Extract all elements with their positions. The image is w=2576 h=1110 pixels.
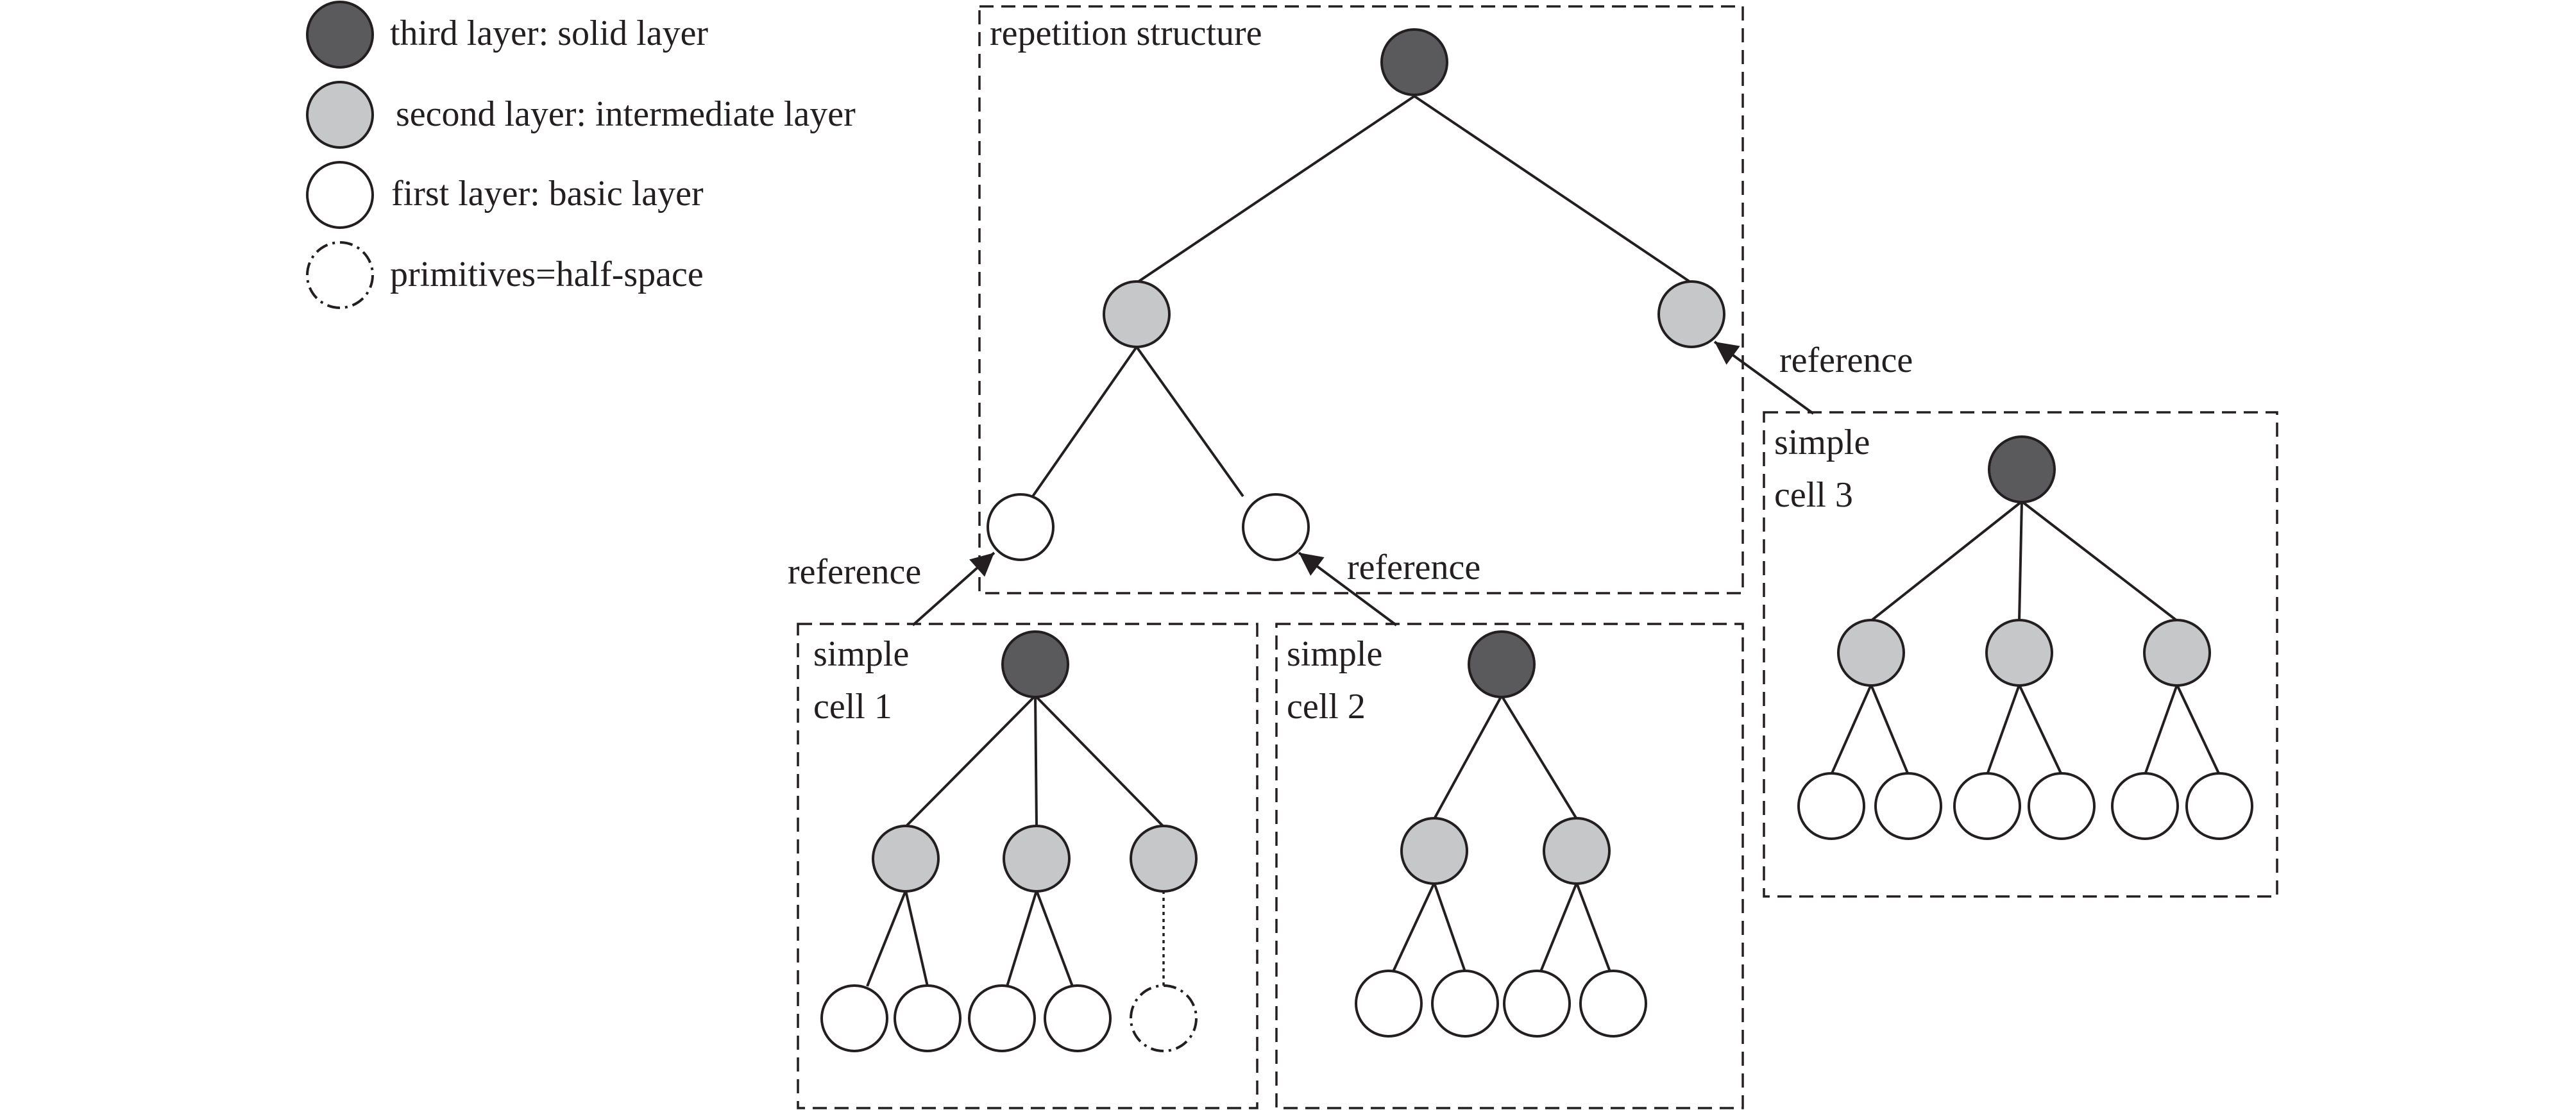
- legend-label: third layer: solid layer: [390, 13, 708, 53]
- tree-edge: [1539, 882, 1578, 972]
- reference-label: reference: [788, 552, 921, 592]
- tree-edge: [1413, 95, 1693, 284]
- solid-node: [1468, 630, 1536, 698]
- solid-node: [1001, 630, 1069, 698]
- reference-arrow-2: reference: [1298, 548, 1480, 626]
- reference-label: reference: [1347, 548, 1480, 587]
- tree-edge: [1575, 882, 1611, 972]
- basic-node: [2185, 772, 2253, 840]
- basic-node: [968, 984, 1036, 1052]
- intermediate-node: [1543, 817, 1611, 885]
- legend-item-basic-layer: first layer: basic layer: [306, 161, 704, 229]
- basic-node: [894, 984, 962, 1052]
- simple-cell-label: cell 2: [1287, 687, 1366, 727]
- basic-node: [1242, 493, 1310, 561]
- primitive-node: [1130, 984, 1198, 1052]
- basic-node: [1044, 984, 1112, 1052]
- tree-edge: [1870, 500, 2023, 622]
- intermediate-layer-icon: [306, 81, 374, 149]
- tree-edge: [1034, 695, 1038, 827]
- intermediate-node: [1985, 619, 2053, 687]
- simple-cell-label: simple: [1287, 634, 1382, 674]
- legend-item-solid-layer: third layer: solid layer: [306, 1, 708, 69]
- tree-edge: [2021, 500, 2178, 622]
- basic-node: [1874, 772, 1942, 840]
- intermediate-node: [2143, 619, 2211, 687]
- intermediate-node: [872, 825, 940, 893]
- basic-node: [1431, 970, 1499, 1038]
- tree-edge: [1433, 695, 1503, 820]
- intermediate-node: [1130, 825, 1198, 893]
- simple-cell-label: simple: [1774, 423, 1870, 462]
- simple-cell-frame: [1275, 623, 1744, 1109]
- intermediate-node: [1400, 817, 1468, 885]
- legend: third layer: solid layer second layer: i…: [306, 1, 856, 309]
- tree-edge: [2176, 684, 2221, 775]
- legend-label: primitives=half-space: [390, 255, 704, 294]
- intermediate-node: [1657, 280, 1725, 348]
- simple-cell-label: simple: [813, 634, 909, 674]
- basic-layer-icon: [306, 161, 374, 229]
- reference-label: reference: [1779, 341, 1913, 380]
- tree-edge: [2018, 684, 2063, 775]
- tree-edge: [2018, 501, 2023, 621]
- tree-edge: [1830, 684, 1872, 775]
- basic-node: [1355, 970, 1423, 1038]
- solid-node: [1988, 435, 2056, 503]
- tree-edge: [904, 890, 929, 987]
- simple-cell-label: cell 1: [813, 687, 892, 727]
- reference-arrow-1: reference: [788, 551, 996, 626]
- tree-edge: [1433, 882, 1466, 972]
- repetition-structure-label: repetition structure: [990, 13, 1262, 53]
- basic-node: [1503, 970, 1571, 1038]
- simple-cell-label: cell 3: [1774, 475, 1853, 515]
- intermediate-node: [1003, 825, 1071, 893]
- primitive-half-space-icon: [306, 241, 374, 309]
- tree-edge: [1986, 684, 2021, 775]
- simple-cell-3: simple cell 3: [1763, 411, 2278, 898]
- tree-edge: [1006, 890, 1038, 987]
- tree-edge: [1870, 684, 1910, 775]
- basic-node: [2111, 772, 2179, 840]
- reference-arrow: [1713, 341, 1815, 415]
- basic-node: [987, 493, 1055, 561]
- basic-node: [2028, 772, 2096, 840]
- tree-edge: [2144, 684, 2178, 775]
- tree-edge: [904, 694, 1037, 828]
- legend-item-primitives: primitives=half-space: [306, 241, 704, 309]
- reference-arrow: [911, 551, 996, 626]
- legend-label: second layer: intermediate layer: [396, 94, 856, 134]
- tree-edge: [1034, 694, 1165, 828]
- legend-label: first layer: basic layer: [391, 174, 704, 214]
- tree-edge: [1035, 890, 1074, 987]
- intermediate-node: [1837, 619, 1905, 687]
- basic-node: [1797, 772, 1865, 840]
- repetition-structure: repetition structure: [978, 5, 1744, 594]
- tree-edge: [1135, 346, 1244, 498]
- intermediate-node: [1103, 280, 1171, 348]
- repetition-structure-frame: [978, 5, 1744, 594]
- solid-layer-icon: [306, 1, 374, 69]
- legend-item-intermediate-layer: second layer: intermediate layer: [306, 81, 856, 149]
- tree-edge: [1392, 882, 1436, 972]
- reference-arrow: [1298, 551, 1398, 626]
- tree-edge: [1135, 95, 1416, 284]
- basic-node: [1953, 772, 2021, 840]
- basic-node: [1579, 970, 1647, 1038]
- simple-cell-2: simple cell 2: [1275, 623, 1744, 1109]
- tree-edge: [866, 890, 907, 987]
- solid-node: [1380, 28, 1448, 96]
- tree-edge: [1500, 694, 1578, 820]
- simple-cell-frame: [1763, 411, 2278, 898]
- basic-node: [820, 984, 888, 1052]
- simple-cell-frame: [797, 623, 1258, 1109]
- tree-edge: [1031, 346, 1138, 498]
- reference-arrow-3: reference: [1713, 341, 1913, 415]
- simple-cell-1: simple cell 1: [797, 623, 1258, 1109]
